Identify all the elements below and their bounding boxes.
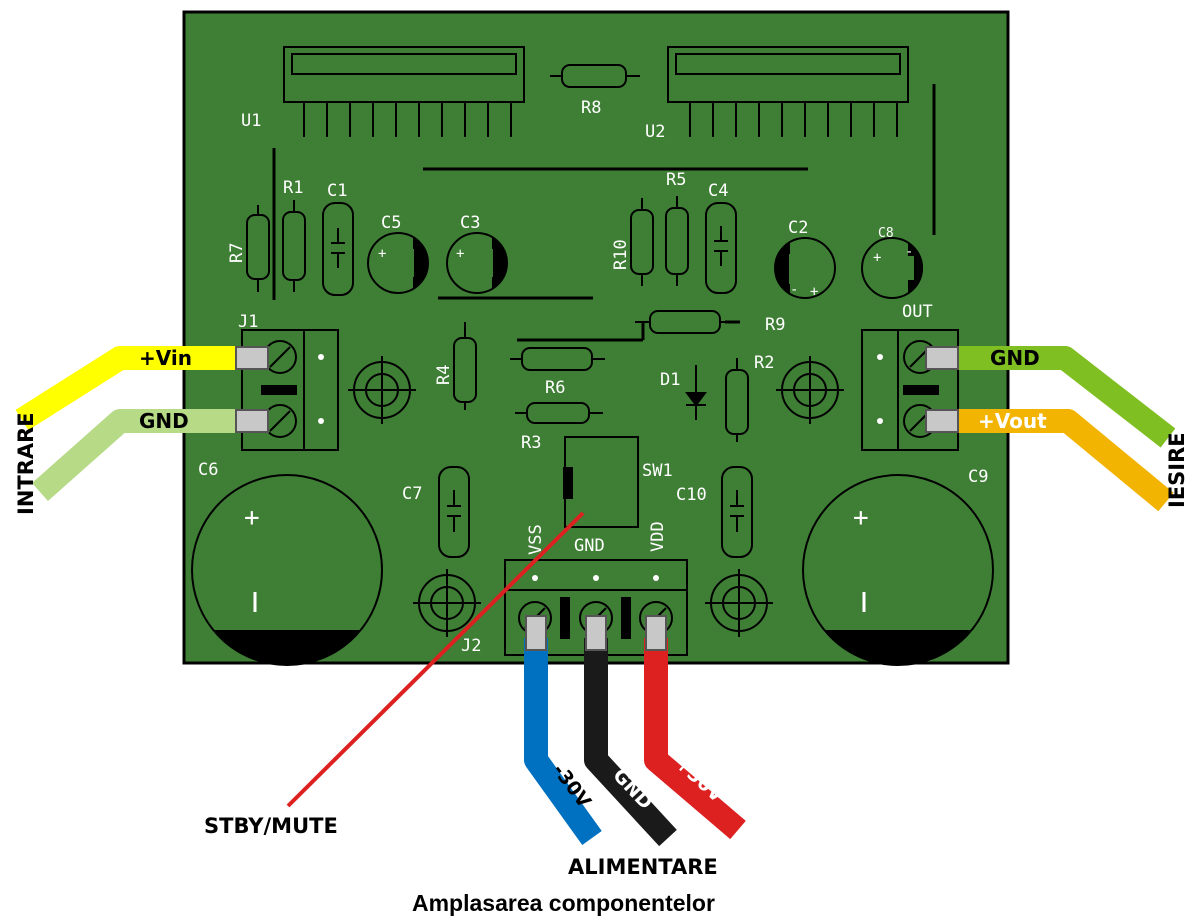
wire-neg30 bbox=[524, 638, 602, 845]
pin-pos30 bbox=[645, 615, 667, 651]
label-r1: R1 bbox=[283, 178, 303, 198]
capacitor-c1 bbox=[322, 202, 354, 296]
label-c10: C10 bbox=[676, 485, 707, 505]
resistor-r7 bbox=[246, 205, 270, 292]
wire-gnd-in bbox=[32, 409, 262, 501]
wire-label-vin: +Vin bbox=[139, 346, 192, 370]
label-r7: R7 bbox=[227, 243, 247, 263]
label-vdd: VDD bbox=[648, 521, 668, 552]
label-vss: VSS bbox=[526, 524, 546, 555]
pin-gnd-out bbox=[925, 346, 959, 370]
capacitor-c3 bbox=[446, 232, 508, 294]
wire-vin bbox=[15, 346, 262, 431]
wire-vout bbox=[935, 409, 1174, 512]
resistor-r6 bbox=[510, 347, 605, 371]
label-c4: C4 bbox=[708, 181, 728, 201]
label-j2: J2 bbox=[461, 636, 481, 656]
label-c6-plus: + bbox=[244, 503, 260, 533]
capacitor-c7 bbox=[438, 466, 470, 558]
wire-gnd-pwr bbox=[584, 638, 677, 847]
label-r5: R5 bbox=[666, 170, 686, 190]
label-alimentare: ALIMENTARE bbox=[568, 855, 718, 879]
label-r6: R6 bbox=[545, 378, 565, 398]
label-r9: R9 bbox=[765, 315, 785, 335]
resistor-r2 bbox=[725, 358, 749, 442]
label-u2: U2 bbox=[645, 122, 665, 142]
capacitor-c10 bbox=[721, 466, 753, 558]
label-intrare: INTRARE bbox=[14, 412, 38, 515]
switch-sw1 bbox=[563, 436, 639, 528]
mounting-hole-right bbox=[776, 356, 844, 424]
mounting-hole-bottom-left bbox=[413, 569, 481, 637]
resistor-r3 bbox=[515, 402, 603, 424]
mounting-hole-bottom-right bbox=[705, 569, 773, 637]
capacitor-c2 bbox=[774, 237, 836, 299]
wire-label-vout: +Vout bbox=[978, 409, 1047, 433]
capacitor-c6 bbox=[191, 474, 383, 666]
mounting-hole-left bbox=[348, 356, 416, 424]
label-iesire: IESIRE bbox=[1165, 432, 1189, 508]
label-c5: C5 bbox=[381, 213, 401, 233]
label-c7: C7 bbox=[402, 484, 422, 504]
label-c2-minus: - bbox=[790, 282, 798, 298]
page-title: Amplasarea componentelor bbox=[412, 890, 715, 916]
pin-vin bbox=[235, 346, 269, 370]
label-r3: R3 bbox=[521, 433, 541, 453]
diode-d1 bbox=[685, 365, 707, 420]
label-r2: R2 bbox=[754, 353, 774, 373]
label-c8: C8 bbox=[878, 226, 894, 241]
u1-ic bbox=[283, 46, 525, 137]
label-r4: R4 bbox=[434, 365, 454, 385]
pin-neg30 bbox=[525, 615, 547, 651]
capacitor-c4 bbox=[705, 202, 737, 294]
label-c9-plus: + bbox=[853, 503, 869, 533]
wire-label-gnd-out: GND bbox=[990, 346, 1040, 370]
stby-mute-wire bbox=[286, 511, 585, 808]
label-r10: R10 bbox=[611, 239, 631, 270]
capacitor-c9 bbox=[802, 474, 994, 666]
wire-gnd-out bbox=[935, 346, 1176, 448]
label-u1: U1 bbox=[241, 111, 261, 131]
resistor-r1 bbox=[282, 200, 306, 292]
resistor-r5 bbox=[665, 196, 689, 286]
label-c8-plus: + bbox=[873, 250, 881, 266]
resistor-r8 bbox=[550, 64, 640, 88]
label-c2-plus: + bbox=[810, 284, 818, 300]
label-c6: C6 bbox=[198, 460, 218, 480]
resistor-r10 bbox=[630, 198, 654, 286]
label-c2: C2 bbox=[788, 218, 808, 238]
resistor-r4 bbox=[453, 322, 477, 410]
resistor-r9 bbox=[635, 310, 730, 334]
wire-label-gnd-in: GND bbox=[139, 409, 189, 433]
label-c9: C9 bbox=[968, 467, 988, 487]
label-c3-plus: + bbox=[456, 246, 464, 262]
label-c3: C3 bbox=[460, 213, 480, 233]
capacitor-c5 bbox=[367, 232, 429, 294]
label-sw1: SW1 bbox=[642, 461, 673, 481]
capacitor-c8 bbox=[861, 237, 924, 299]
u2-ic bbox=[667, 46, 909, 137]
wire-pos30 bbox=[644, 638, 746, 840]
label-c1: C1 bbox=[327, 181, 347, 201]
pin-gnd-pwr bbox=[585, 615, 607, 651]
label-c5-plus: + bbox=[378, 246, 386, 262]
label-stby-mute: STBY/MUTE bbox=[204, 814, 338, 838]
label-gnd-pin: GND bbox=[574, 536, 605, 556]
label-c8-minus: - bbox=[905, 244, 913, 260]
label-out: OUT bbox=[902, 302, 933, 322]
pin-gnd-in bbox=[235, 409, 269, 433]
pin-vout bbox=[925, 409, 959, 433]
label-j1: J1 bbox=[238, 312, 258, 332]
label-r8: R8 bbox=[581, 98, 601, 118]
label-d1: D1 bbox=[660, 370, 680, 390]
